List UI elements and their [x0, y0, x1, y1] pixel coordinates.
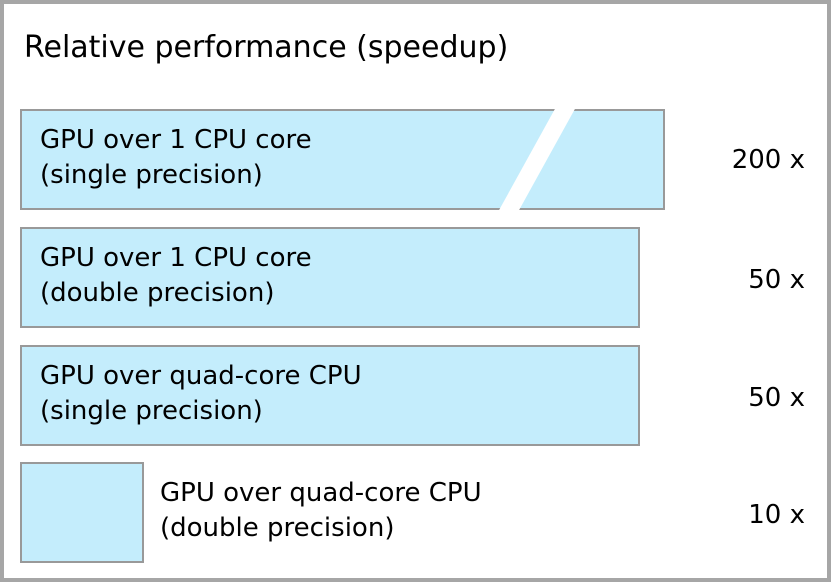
axis-break-mark — [498, 107, 576, 212]
bar-4-label: GPU over quad-core CPU (double precision) — [160, 476, 482, 546]
bar-4-label-line-1: GPU over quad-core CPU — [160, 478, 482, 508]
bar-1-value-label: 200 x — [731, 145, 805, 175]
bar-3 — [20, 345, 640, 446]
chart-title: Relative performance (speedup) — [24, 30, 509, 65]
bar-3-label: GPU over quad-core CPU (single precision) — [40, 359, 362, 429]
bar-3-label-line-1: GPU over quad-core CPU — [40, 361, 362, 391]
bar-1-label: GPU over 1 CPU core (single precision) — [40, 123, 312, 193]
bar-4 — [20, 462, 144, 563]
bar-2-label-line-1: GPU over 1 CPU core — [40, 243, 312, 273]
bar-1-label-line-1: GPU over 1 CPU core — [40, 125, 312, 155]
bar-2 — [20, 227, 640, 328]
bar-1-label-line-2: (single precision) — [40, 160, 263, 190]
bar-2-value-label: 50 x — [748, 265, 805, 295]
bar-4-value-label: 10 x — [748, 500, 805, 530]
bar-2-label-line-2: (double precision) — [40, 278, 275, 308]
bar-3-label-line-2: (single precision) — [40, 396, 263, 426]
bar-3-value-label: 50 x — [748, 383, 805, 413]
bar-4-label-line-2: (double precision) — [160, 513, 395, 543]
bar-2-label: GPU over 1 CPU core (double precision) — [40, 241, 312, 311]
axis-break-slash — [498, 107, 576, 212]
